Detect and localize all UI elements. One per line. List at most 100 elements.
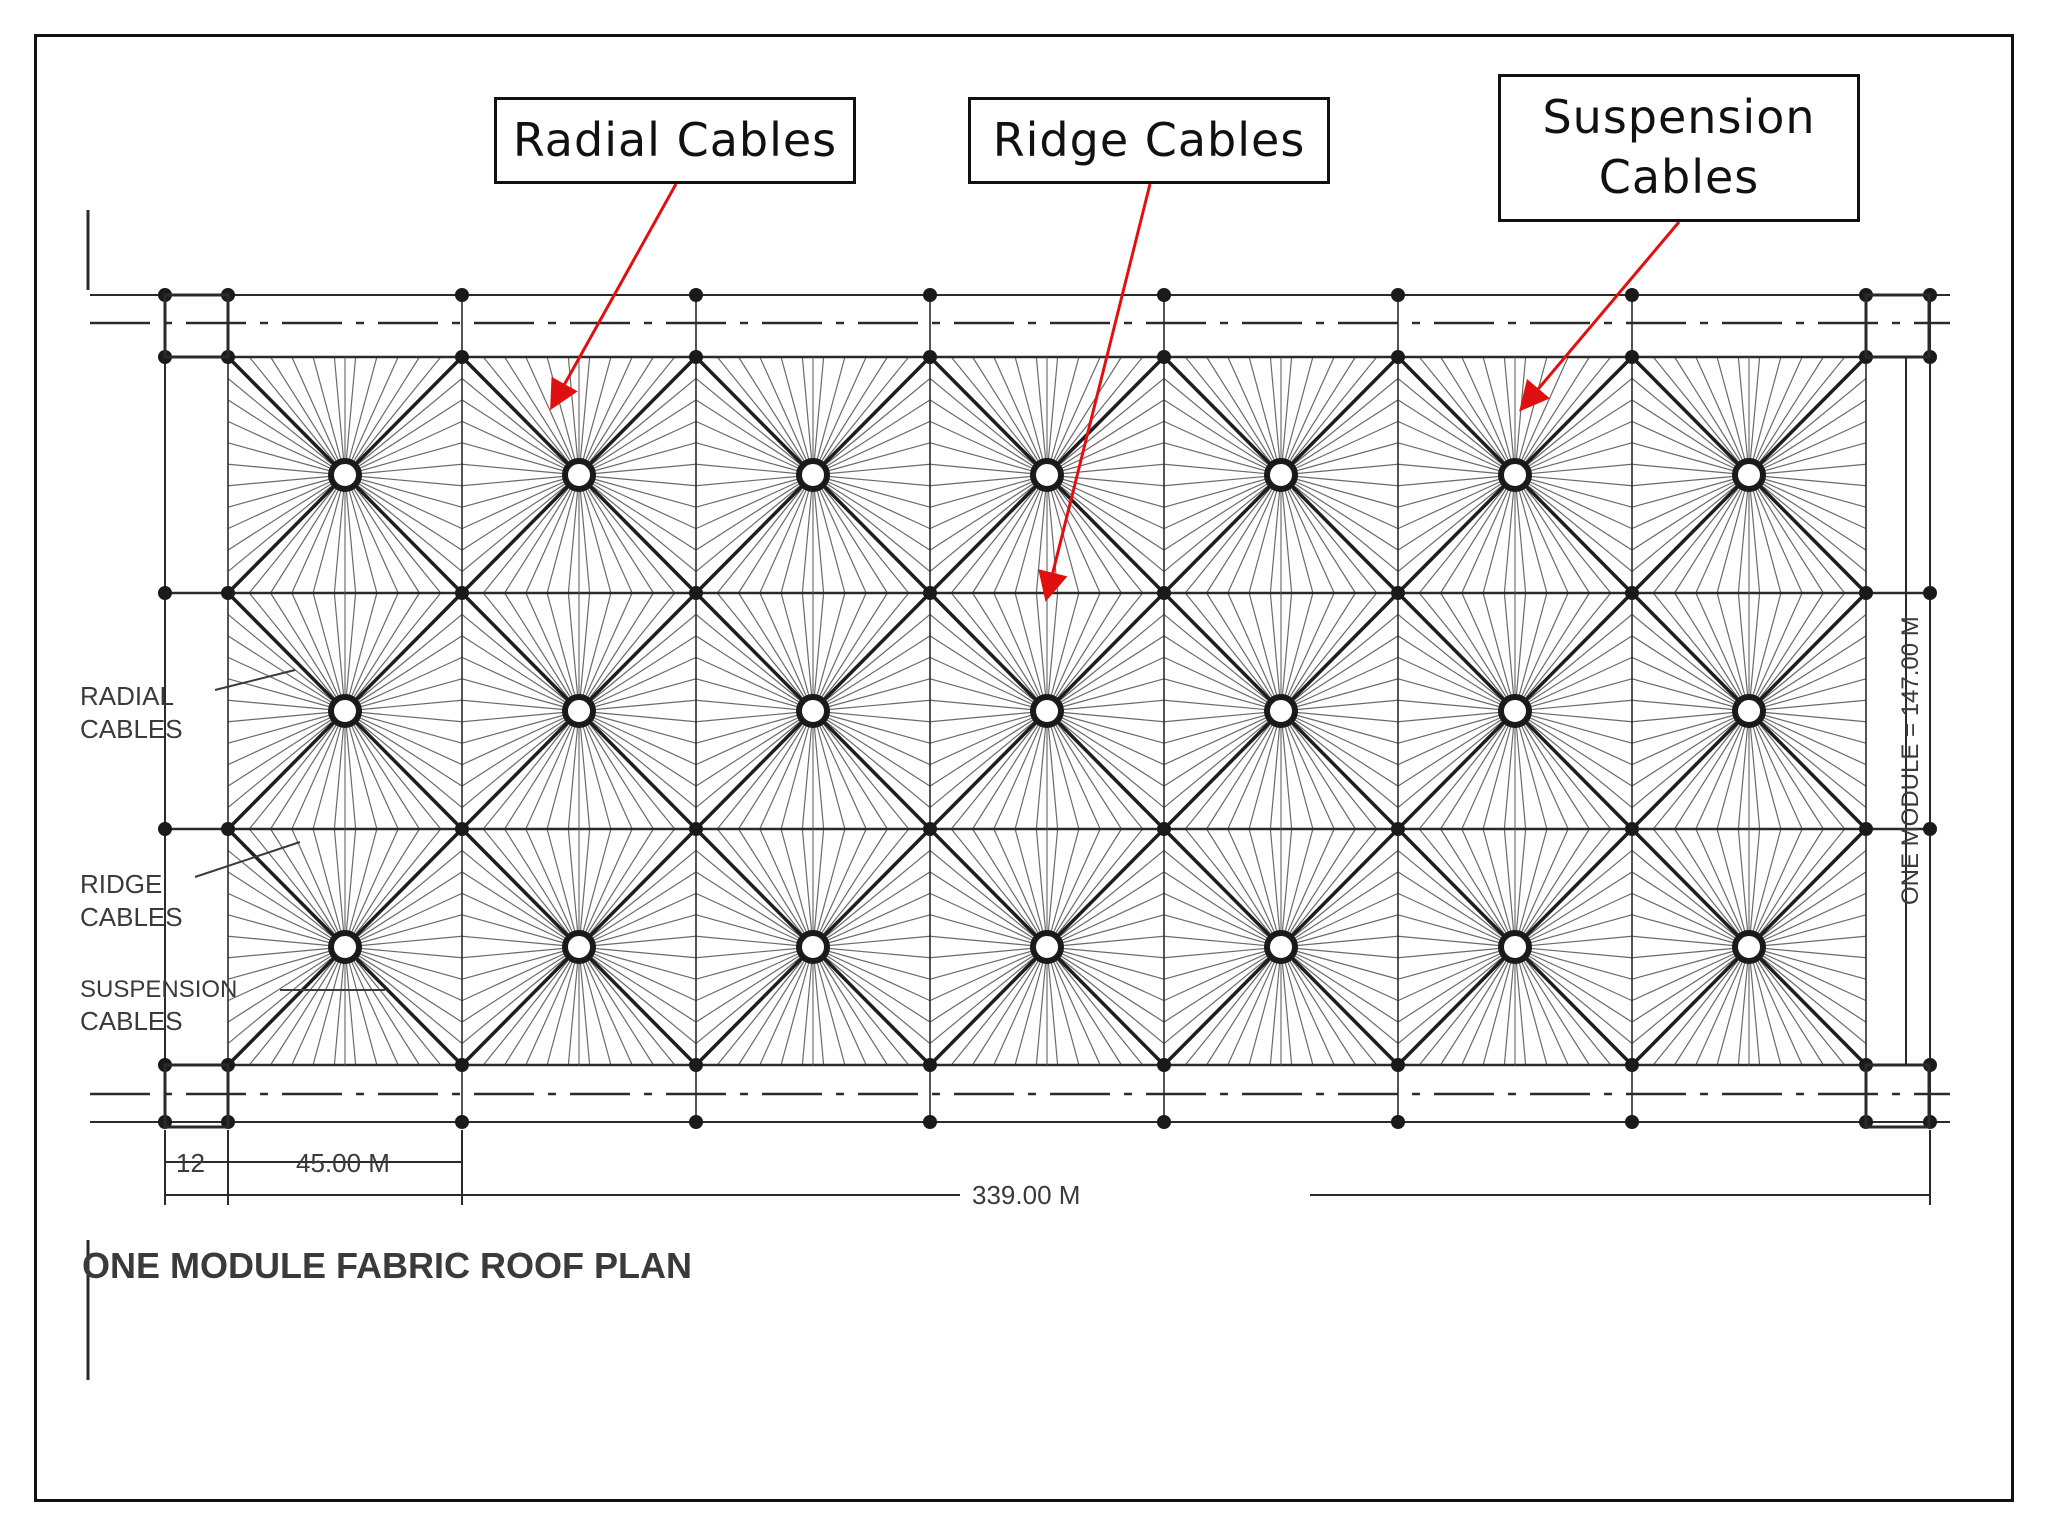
ridge-cables-callout: Ridge Cables [968,97,1330,184]
radial-cable [1280,356,1378,476]
radial-cable [1748,710,1846,830]
radial-cable [738,592,814,712]
radial-cable [248,592,346,712]
radial-cable [525,592,580,712]
grid-node [1391,1115,1405,1129]
radial-cable [1514,420,1633,476]
radial-cable [578,914,697,948]
radial-cable [695,463,814,476]
radial-cables-side-label-2: CABLES [80,714,183,744]
radial-cable [1280,474,1399,551]
ridge-cables-side-label-2: CABLES [80,902,183,932]
radial-cable [950,592,1048,712]
radial-cable [461,474,580,551]
radial-cable [1397,710,1516,766]
radial-cable [1631,914,1750,948]
radial-cable [227,420,346,476]
radial-cable [1482,710,1516,830]
grid-node [1391,822,1405,836]
radial-cable [1514,946,1633,980]
mast [1498,930,1532,964]
radial-cable [1397,474,1516,487]
radial-cable [1482,356,1516,476]
radial-cable [812,710,825,830]
radial-cable [1280,946,1399,1045]
radial-cable [461,442,580,476]
radial-cable [482,828,580,948]
radial-cable [1280,699,1399,712]
radial-cable [344,828,378,948]
radial-cable [801,828,814,948]
radial-cable [1280,592,1356,712]
radial-cable [1482,474,1516,594]
radial-cable [578,463,697,476]
radial-cable [1748,474,1867,573]
grid-node [221,822,235,836]
grid-node [1391,350,1405,364]
mast [1030,694,1064,728]
grid-node [689,1115,703,1129]
radial-cable [812,946,910,1066]
radial-cable [1514,849,1633,948]
radial-cable [578,946,697,1002]
radial-cable [578,892,697,948]
radial-cable [1280,463,1399,476]
radial-cable [1748,710,1867,809]
radial-cable [578,474,612,594]
radial-cable [1206,828,1282,948]
radial-cable [1514,474,1569,594]
radial-cable [812,474,867,594]
radial-cable [1514,678,1633,712]
radial-cable [1014,828,1048,948]
radial-cable [567,828,580,948]
radial-cable [1514,399,1633,476]
radial-cable [993,356,1048,476]
mast [562,694,596,728]
radial-cable [1397,935,1516,948]
radial-cable [1280,946,1399,1002]
radial-cable [929,849,1048,948]
radial-cable [578,946,654,1066]
radial-cable [1269,946,1282,1066]
radial-cable [1748,474,1803,594]
radial-cable [1514,710,1569,830]
radial-cable [929,474,1048,508]
radial-cable [1046,935,1165,948]
radial-cable [929,710,1048,744]
radial-cable [1206,356,1282,476]
radial-cable [344,356,420,476]
radial-cable [567,946,580,1066]
radial-cable [812,935,931,948]
radial-cable [1748,678,1867,712]
grid-node [1157,350,1171,364]
suspension-cables-callout: Suspension Cables [1498,74,1860,222]
radial-cable [1514,946,1633,1002]
radial-cable [578,356,676,476]
radial-cable [812,699,931,712]
radial-cable [1280,474,1399,530]
radial-cable [695,399,814,476]
radial-cable [1514,710,1612,830]
radial-cable [1631,399,1750,476]
radial-cable [929,946,1048,1002]
radial-cable [950,828,1048,948]
radial-cable [1280,399,1399,476]
radial-cable [1163,871,1282,948]
radial-cable [812,420,931,476]
radial-cable [344,892,463,948]
radial-cable [716,828,814,948]
radial-cable [1748,356,1846,476]
radial-cable [1280,420,1399,476]
radial-cable [812,946,888,1066]
radial-cable [1046,946,1101,1066]
mast [1264,930,1298,964]
radial-cable [1397,656,1516,712]
radial-cable [344,710,420,830]
radial-cable [461,946,580,980]
radial-cable [1046,914,1165,948]
radial-cable [972,710,1048,830]
radial-cable [1514,474,1633,487]
radial-cable [695,699,814,712]
radial-cable [1503,356,1516,476]
radial-cable [1163,946,1282,1023]
